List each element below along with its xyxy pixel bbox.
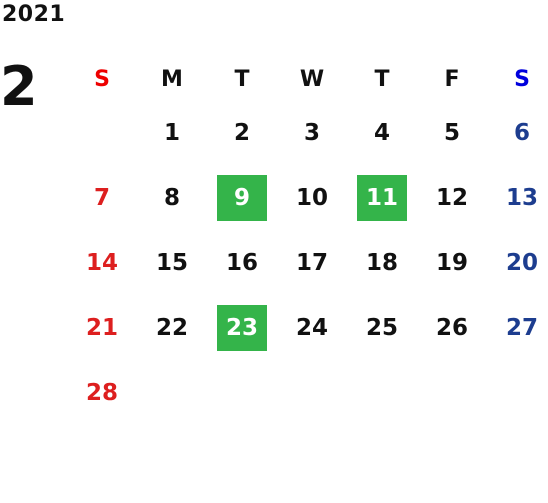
day-number: 2	[233, 119, 250, 146]
day-number: 4	[373, 119, 390, 146]
day-number: 14	[85, 249, 118, 276]
day-cell: 7	[67, 175, 137, 221]
day-cell: 28	[67, 370, 137, 416]
week-row: 1 2 3 4 5 6	[67, 100, 548, 165]
day-cell: 19	[417, 240, 487, 286]
day-cell	[67, 107, 137, 158]
day-cell: 25	[347, 305, 417, 351]
weekday-sat: S	[514, 67, 530, 92]
day-cell-highlighted: 23	[207, 304, 277, 351]
day-cell: 4	[347, 110, 417, 156]
calendar-grid: S M T W T F S 1 2 3 4 5 6 7 8 9 10 11 12…	[67, 60, 548, 425]
day-cell: 10	[277, 175, 347, 221]
day-number: 22	[155, 314, 188, 341]
day-number	[77, 107, 127, 153]
day-cell: 24	[277, 305, 347, 351]
day-cell: 12	[417, 175, 487, 221]
day-number: 15	[155, 249, 188, 276]
day-cell: 2	[207, 110, 277, 156]
week-row: 14 15 16 17 18 19 20	[67, 230, 548, 295]
day-number: 21	[85, 314, 118, 341]
day-number: 12	[435, 184, 468, 211]
year-label: 2021	[2, 2, 66, 27]
week-row: 7 8 9 10 11 12 13	[67, 165, 548, 230]
weekday-tue: T	[234, 67, 250, 92]
day-number: 20	[505, 249, 538, 276]
day-number: 23	[217, 304, 267, 351]
day-number: 13	[505, 184, 538, 211]
day-number: 16	[225, 249, 258, 276]
weekday-sun: S	[94, 67, 110, 92]
day-cell: 22	[137, 305, 207, 351]
week-row: 28	[67, 360, 548, 425]
day-cell: 20	[487, 240, 548, 286]
day-cell: 21	[67, 305, 137, 351]
day-number: 25	[365, 314, 398, 341]
day-cell: 18	[347, 240, 417, 286]
day-number: 26	[435, 314, 468, 341]
day-number: 28	[85, 379, 118, 406]
day-cell-highlighted: 11	[347, 174, 417, 221]
weekday-mon: M	[161, 67, 183, 92]
day-number: 17	[295, 249, 328, 276]
day-cell-highlighted: 9	[207, 174, 277, 221]
day-cell: 17	[277, 240, 347, 286]
day-number: 19	[435, 249, 468, 276]
day-number: 27	[505, 314, 538, 341]
day-cell: 13	[487, 175, 548, 221]
day-cell: 16	[207, 240, 277, 286]
weekday-fri: F	[444, 67, 460, 92]
day-cell: 14	[67, 240, 137, 286]
day-cell: 6	[487, 110, 548, 156]
day-number: 1	[163, 119, 180, 146]
weekday-header-row: S M T W T F S	[67, 60, 548, 100]
day-number: 18	[365, 249, 398, 276]
day-number: 7	[93, 184, 110, 211]
day-cell: 5	[417, 110, 487, 156]
day-cell: 8	[137, 175, 207, 221]
weekday-thu: T	[374, 67, 390, 92]
month-number: 2	[0, 55, 38, 118]
weekday-wed: W	[299, 67, 325, 92]
week-row: 21 22 23 24 25 26 27	[67, 295, 548, 360]
day-number: 5	[443, 119, 460, 146]
day-number: 6	[513, 119, 530, 146]
day-number: 3	[303, 119, 320, 146]
day-cell: 1	[137, 110, 207, 156]
day-number: 10	[295, 184, 328, 211]
day-number: 9	[217, 174, 267, 221]
day-number: 8	[163, 184, 180, 211]
day-number: 11	[357, 174, 407, 221]
day-cell: 3	[277, 110, 347, 156]
day-cell: 26	[417, 305, 487, 351]
day-cell: 27	[487, 305, 548, 351]
day-number: 24	[295, 314, 328, 341]
day-cell: 15	[137, 240, 207, 286]
